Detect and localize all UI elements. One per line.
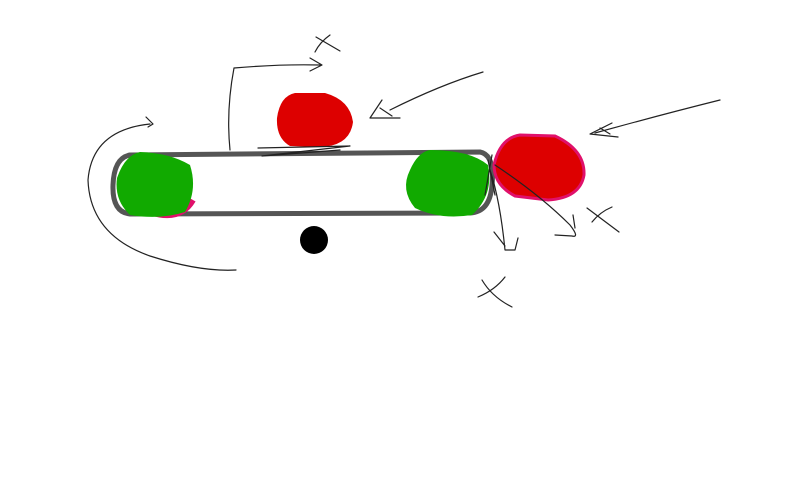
red-blob-right [492, 133, 586, 202]
cross-mark-icon [314, 34, 341, 53]
green-blob-right [406, 150, 490, 217]
connector-scribble [484, 154, 577, 251]
cross-mark-icon [477, 276, 513, 308]
green-blob-left [116, 152, 194, 217]
arrow-icon [369, 71, 484, 119]
arrow-icon [589, 99, 721, 138]
arrow-icon [228, 57, 323, 151]
curved-arrow-icon [87, 116, 237, 271]
strike-scribble [257, 145, 351, 157]
red-blob-top [276, 93, 353, 147]
dot-icon [300, 226, 328, 254]
cross-mark-icon [586, 206, 620, 233]
